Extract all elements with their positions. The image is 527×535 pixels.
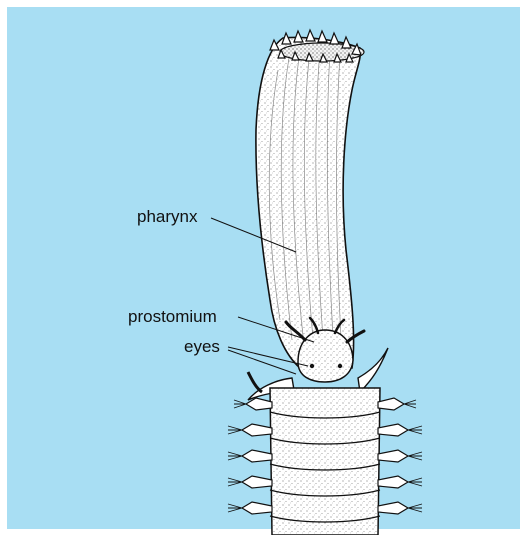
eye-right [338,364,342,368]
pharynx-shape [256,37,360,368]
parapodia-left [228,398,272,514]
label-pharynx: pharynx [137,207,198,226]
eye-left [310,364,314,368]
label-eyes: eyes [184,337,220,356]
label-prostomium: prostomium [128,307,217,326]
body-segments [270,388,380,535]
parapodia-right [378,398,422,514]
